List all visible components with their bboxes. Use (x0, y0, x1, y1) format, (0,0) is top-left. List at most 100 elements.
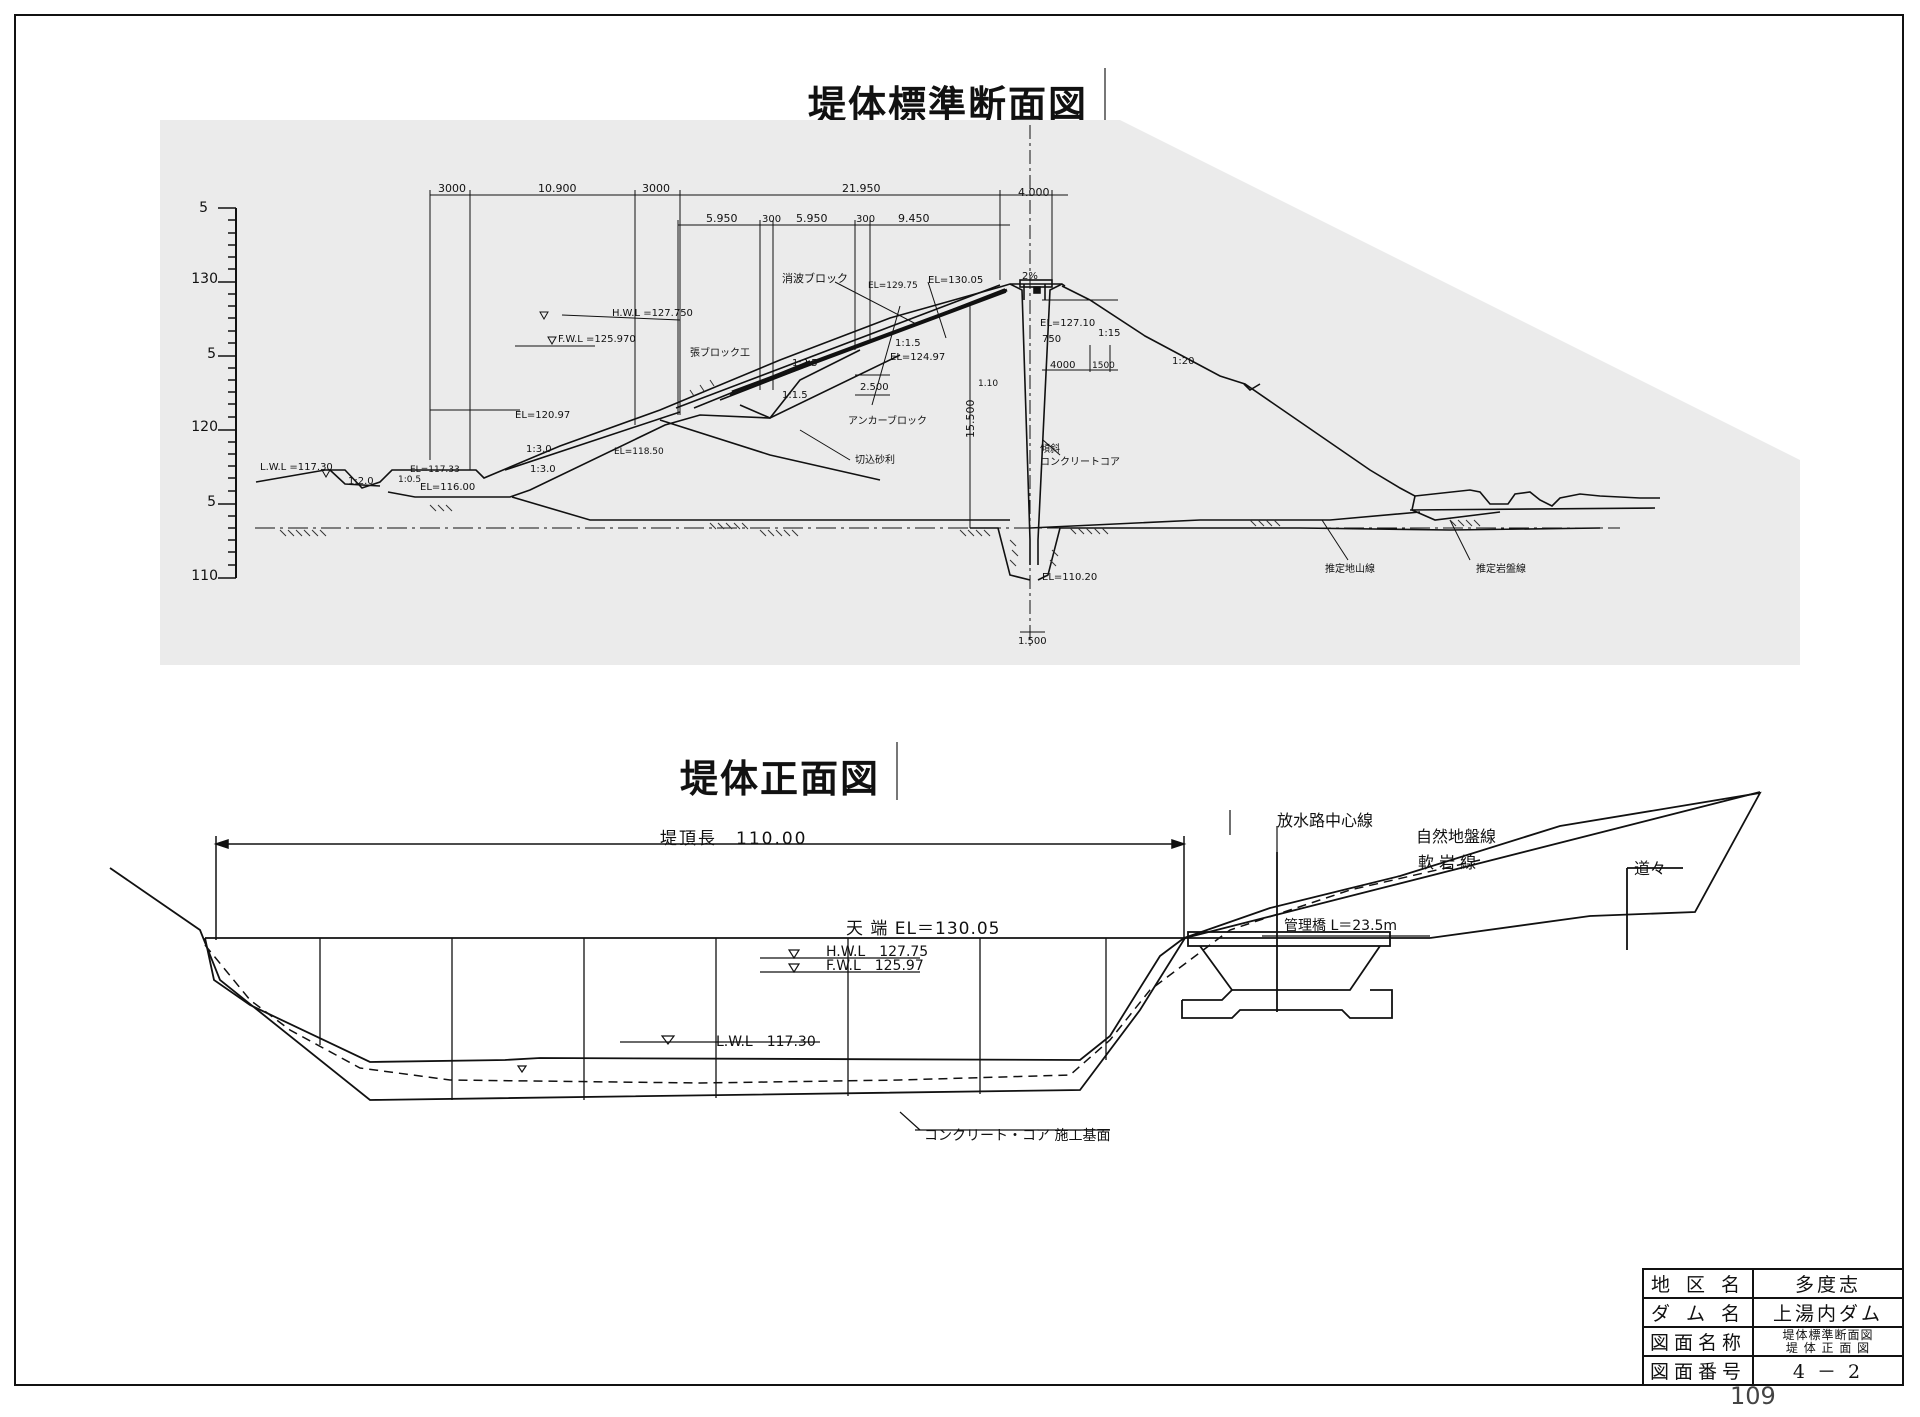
scale-label: 120 (191, 419, 218, 435)
scale-label: 5 (199, 200, 208, 216)
core-base-label: コンクリート・コア 施工基面 (924, 1127, 1110, 1144)
title-block-row: ダ ム 名 上湯内ダム (1641, 1297, 1904, 1328)
el-11020-label: EL=110.20 (1042, 572, 1097, 583)
cross-section-title: 堤体標準断面図 (808, 68, 1107, 129)
front-view-title: 堤体正面図 (680, 742, 899, 803)
drawing-name-line: 堤体標準断面図 (1782, 1327, 1874, 1342)
slope-label: 1:1.5 (895, 338, 921, 349)
shouha-block-label: 消波ブロック (782, 271, 848, 285)
fwl-label: F.W.L 125.97 (826, 958, 924, 974)
dim-label: 300 (856, 214, 875, 225)
dim-label: 3000 (438, 182, 466, 195)
slope-label: 1:3.0 (526, 444, 552, 455)
water-levels (516, 949, 920, 1074)
lwl-label: L.W.L 117.30 (716, 1034, 816, 1050)
slope-label: 1:0.5 (398, 475, 421, 485)
title-block-row: 図面名称 堤体標準断面図 堤 体 正 面 図 (1641, 1326, 1904, 1357)
dim-110-label: 1.10 (978, 379, 998, 389)
ground-hatching (279, 379, 1481, 567)
slope-label: 1:15 (1098, 328, 1120, 339)
title-block: 地 区 名 多度志 ダ ム 名 上湯内ダム 図面名称 堤体標準断面図 堤 体 正… (1641, 1268, 1904, 1386)
natural-ground-label: 自然地盤線 (1416, 827, 1496, 846)
front-leader-lines (899, 810, 1430, 1131)
core-label: 傾斜 (1040, 442, 1060, 455)
slope-label: 1:2.0 (348, 476, 374, 487)
title-block-value: 堤体標準断面図 堤 体 正 面 図 (1752, 1326, 1904, 1357)
scale-label: 130 (191, 271, 218, 287)
fwl-marker (547, 336, 557, 346)
dim-label: 3000 (642, 182, 670, 195)
dim-label: 5.950 (796, 212, 828, 225)
title-block-value: 4 － 2 (1752, 1355, 1904, 1386)
anchor-block-label: アンカーブロック (848, 414, 927, 427)
sheet-border (14, 14, 1904, 1386)
spillway-label: 放水路中心線 (1277, 811, 1373, 830)
road-label: 道々 (1634, 859, 1666, 878)
slope-label: 1:20 (1172, 356, 1194, 367)
kirikomi-label: 切込砂利 (855, 453, 895, 466)
dim-2500-label: 2.500 (860, 382, 889, 393)
core-label: コンクリートコア (1040, 456, 1120, 468)
scale-label: 110 (191, 568, 218, 584)
el-12497-label: EL=124.97 (890, 352, 945, 363)
ground-line-label: 推定地山線 (1325, 562, 1375, 575)
el-12097-label: EL=120.97 (515, 410, 570, 421)
dim-label: 4.000 (1018, 186, 1050, 199)
crest-length-dimension (213, 836, 1187, 940)
block-joints (319, 938, 1107, 1100)
title-block-value: 上湯内ダム (1752, 1297, 1904, 1328)
el-13005-label: EL=130.05 (928, 275, 983, 286)
title-block-key: 図面名称 (1641, 1326, 1755, 1357)
elevation-scale (218, 207, 237, 579)
dim-1500-core-label: 1.500 (1018, 636, 1047, 647)
el-11600-label: EL=116.00 (420, 482, 475, 493)
crest-length-label: 堤頂長 110.00 (660, 829, 807, 849)
hwl-marker (539, 311, 549, 321)
dim-label: 300 (762, 214, 781, 225)
lwl-marker (321, 469, 331, 479)
el-12975-label: EL=129.75 (868, 281, 918, 291)
title-block-row: 地 区 名 多度志 (1641, 1268, 1904, 1299)
dim-label: 21.950 (842, 182, 881, 195)
scale-label: 5 (207, 346, 216, 362)
dam-front-outline (109, 791, 1762, 1101)
bridge-label: 管理橋 L＝23.5m (1284, 918, 1397, 934)
hwl-label: H.W.L 127.75 (826, 944, 928, 960)
dim-4000-label: 4000 (1050, 360, 1075, 371)
page-number: 109 (1730, 1382, 1776, 1410)
soft-rock-line (204, 859, 1481, 1084)
downstream-slope (1029, 285, 1660, 531)
scale-label: 5 (207, 494, 216, 510)
slope-label: 1:1.5 (782, 390, 808, 401)
nagashi-block-label: 張ブロック工 (690, 346, 750, 359)
dim-label: 10.900 (538, 182, 577, 195)
spillway-structure (1181, 852, 1393, 1019)
dim-15500-label: 15.500 (964, 400, 977, 439)
crest-el-label: 天 端 EL＝130.05 (846, 919, 1001, 939)
slope-label: 1:2.5 (792, 358, 818, 369)
dam-body (255, 283, 1066, 521)
fwl-label: F.W.L =125.970 (558, 334, 636, 345)
title-block-row: 図面番号 4 － 2 (1641, 1355, 1904, 1386)
el-11733-label: EL=117.33 (410, 465, 460, 475)
title-block-key: 図面番号 (1641, 1355, 1755, 1386)
el-11850-label: EL=118.50 (614, 447, 664, 457)
lwl-label: L.W.L =117.30 (260, 462, 333, 473)
dim-label: 9.450 (898, 212, 930, 225)
el-12710-label: EL=127.10 (1040, 318, 1095, 329)
crest-slope-label: 2% (1022, 271, 1038, 282)
hwl-label: H.W.L =127.750 (612, 308, 693, 319)
title-block-key: 地 区 名 (1641, 1268, 1755, 1299)
dim-750-label: 750 (1042, 334, 1061, 345)
title-block-value: 多度志 (1752, 1268, 1904, 1299)
dim-label: 5.950 (706, 212, 738, 225)
slope-label: 1:3.0 (530, 464, 556, 475)
concrete-core (970, 279, 1080, 581)
drawing-name-line: 堤 体 正 面 図 (1785, 1340, 1871, 1355)
title-block-key: ダ ム 名 (1641, 1297, 1755, 1328)
soft-rock-label: 軟 岩 線 (1418, 853, 1476, 872)
leader-lines (430, 281, 1471, 561)
